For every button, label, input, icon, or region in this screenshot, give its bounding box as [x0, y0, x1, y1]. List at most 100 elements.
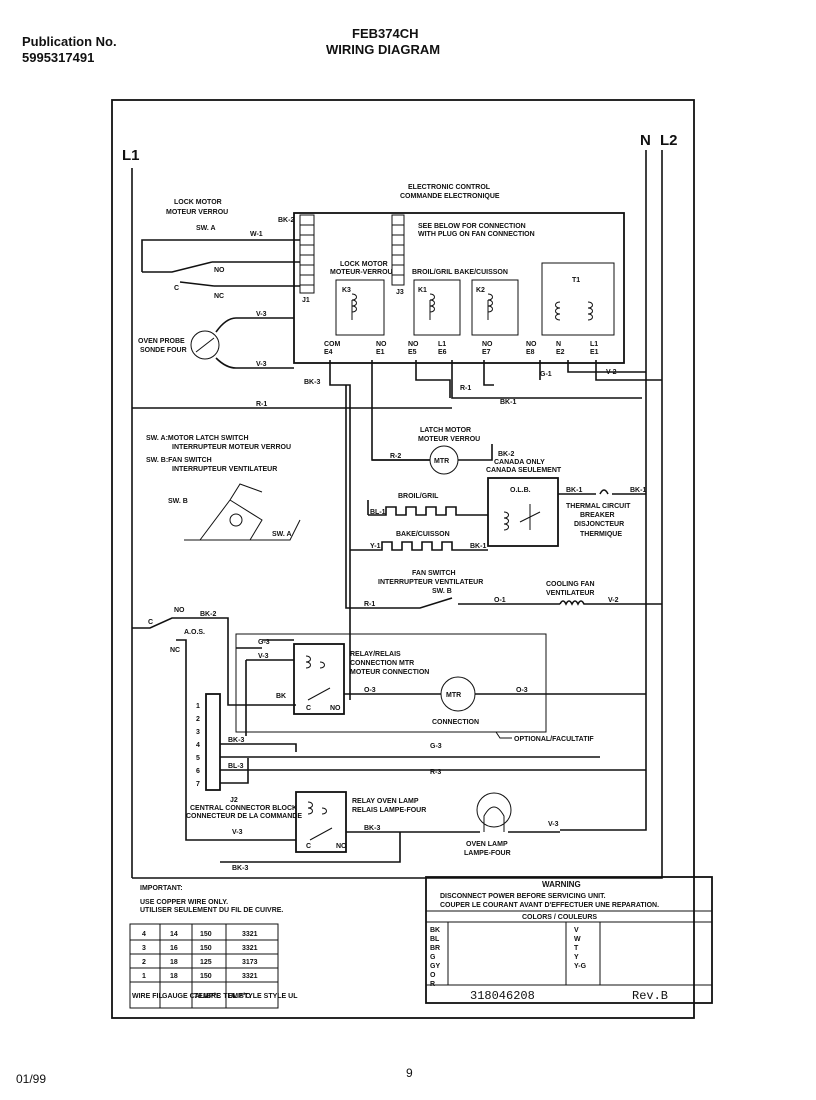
diagram-label: WIRE FIL: [132, 993, 163, 1000]
diagram-label: V-3: [256, 311, 267, 318]
diagram-label: V-2: [608, 597, 619, 604]
diagram-label: R-1: [364, 601, 375, 608]
oven-lamp-en: OVEN LAMP: [466, 841, 508, 848]
note-sw-a-fr: INTERRUPTEUR MOTEUR VERROU: [172, 444, 291, 451]
important-table: [129, 923, 279, 1009]
switch-drawing: [184, 483, 301, 541]
diagram-label: SW. B: [168, 498, 188, 505]
warning-line2: COUPER LE COURANT AVANT D'EFFECTUER UNE …: [440, 902, 659, 909]
diagram-label: C: [174, 285, 179, 292]
diagram-label: G: [430, 954, 436, 961]
ec-lock-motor: LOCK MOTOR: [340, 261, 388, 268]
diagram-wire: [372, 444, 493, 461]
diagram-label: 150: [200, 973, 212, 980]
latch-motor-note-fr: CANADA SEULEMENT: [486, 467, 562, 474]
diagram-label: TEMP°C TEMP°C: [194, 992, 251, 1000]
oven-probe-en: OVEN PROBE: [138, 338, 185, 345]
diagram-label: 4: [196, 742, 200, 749]
diagram-wire: [220, 831, 560, 863]
diagram-wire: [351, 293, 593, 321]
diagram-label: BK-1: [566, 487, 582, 494]
diagram-label: O-3: [516, 687, 528, 694]
diagram-label: COM: [324, 341, 341, 348]
relay-k3: [335, 279, 385, 336]
diagram-label: R-3: [430, 769, 441, 776]
diagram-label: G-3: [430, 743, 442, 750]
control-terminals: COM NO NO L1 NO NO N L1 E4 E1 E5 E6 E7 E…: [324, 341, 599, 356]
diagram-label: BK-3: [228, 737, 244, 744]
diagram-wire: [132, 617, 296, 841]
diagram-label: BL-1: [370, 509, 386, 516]
cooling-fan-coil: [559, 600, 662, 606]
diagram-label: BK-3: [304, 379, 320, 386]
diagram-label: NC: [170, 647, 180, 654]
cooling-fan-fr: VENTILATEUR: [546, 590, 594, 597]
diagram-label: G-3: [258, 639, 270, 646]
diagram-label: R-2: [390, 453, 401, 460]
diagram-wire: [345, 385, 560, 609]
diagram-label: R-1: [256, 401, 267, 408]
bake-label: BAKE/CUISSON: [396, 531, 450, 538]
diagram-label: BK-2: [200, 611, 216, 618]
lock-motor-sw: SW. A: [196, 225, 216, 232]
publication-label: Publication No.: [22, 34, 117, 49]
diagram-label: BK-1: [630, 487, 646, 494]
diagram-wire: [351, 293, 357, 320]
page-title: WIRING DIAGRAM: [326, 42, 441, 57]
diagram-wire: [184, 483, 301, 541]
diagram-label: BK-3: [364, 825, 380, 832]
diagram-label: V-3: [548, 821, 559, 828]
j1-connector: [299, 214, 315, 294]
transformer-t1: [541, 262, 615, 336]
diagram-wire: [130, 924, 278, 1008]
diagram-wire: [195, 337, 215, 353]
diagram-label: K1: [418, 287, 427, 294]
diagram-label: K2: [476, 287, 485, 294]
diagram-label: BK-2: [278, 217, 294, 224]
broil-element: [367, 500, 488, 516]
diagram-label: 14: [170, 931, 178, 938]
publication-number: 5995317491: [22, 50, 95, 65]
relay-conv-en2: CONNECTION MTR: [350, 660, 414, 667]
olb-box: [487, 477, 559, 547]
diagram-label: R: [430, 981, 435, 988]
diagram-label: 5: [196, 755, 200, 762]
footer-date: 01/99: [16, 1072, 47, 1086]
diagram-label: BL: [430, 936, 440, 943]
diagram-label: 3: [142, 945, 146, 952]
diagram-label: BK-3: [232, 865, 248, 872]
diagram-label: L1: [438, 341, 446, 348]
diagram-wire: [300, 224, 404, 286]
diagram-label: BR: [430, 945, 440, 952]
warning-box: [425, 876, 713, 1004]
diagram-wire: [487, 293, 493, 320]
diagram-label: NO: [376, 341, 387, 348]
oven-lamp-symbol: [476, 792, 512, 828]
relay-lamp-fr: RELAIS LAMPE-FOUR: [352, 807, 426, 814]
diagram-label: GY: [430, 963, 440, 970]
aos-label: A.O.S.: [184, 629, 205, 636]
diagram-label: NO: [482, 341, 493, 348]
relay-conv-box: [293, 643, 345, 715]
diagram-label: 16: [170, 945, 178, 952]
j2-label: J2: [230, 797, 238, 804]
diagram-wire: [503, 504, 541, 531]
electronic-control-box: [293, 212, 625, 364]
diagram-label: W-1: [250, 231, 263, 238]
relay-k2: [471, 279, 519, 336]
diagram-wire: [236, 639, 646, 736]
diagram-label: N: [556, 341, 561, 348]
oven-probe-fr: SONDE FOUR: [140, 347, 187, 354]
diagram-label: NO: [408, 341, 419, 348]
line-l2-label: L2: [660, 132, 678, 149]
diagram-label: C: [306, 705, 311, 712]
diagram-label: NO: [336, 843, 347, 850]
diagram-wire: [392, 224, 404, 276]
warning-line1: DISCONNECT POWER BEFORE SERVICING UNIT.: [440, 893, 606, 900]
diagram-wire: [132, 360, 662, 409]
footer-page: 9: [406, 1066, 413, 1080]
fan-switch-fr: INTERRUPTEUR VENTILATEUR: [378, 579, 483, 586]
diagram-label: V: [574, 927, 579, 934]
important-title: IMPORTANT:: [140, 885, 183, 892]
thermal-fr: DISJONCTEUR: [574, 521, 624, 528]
